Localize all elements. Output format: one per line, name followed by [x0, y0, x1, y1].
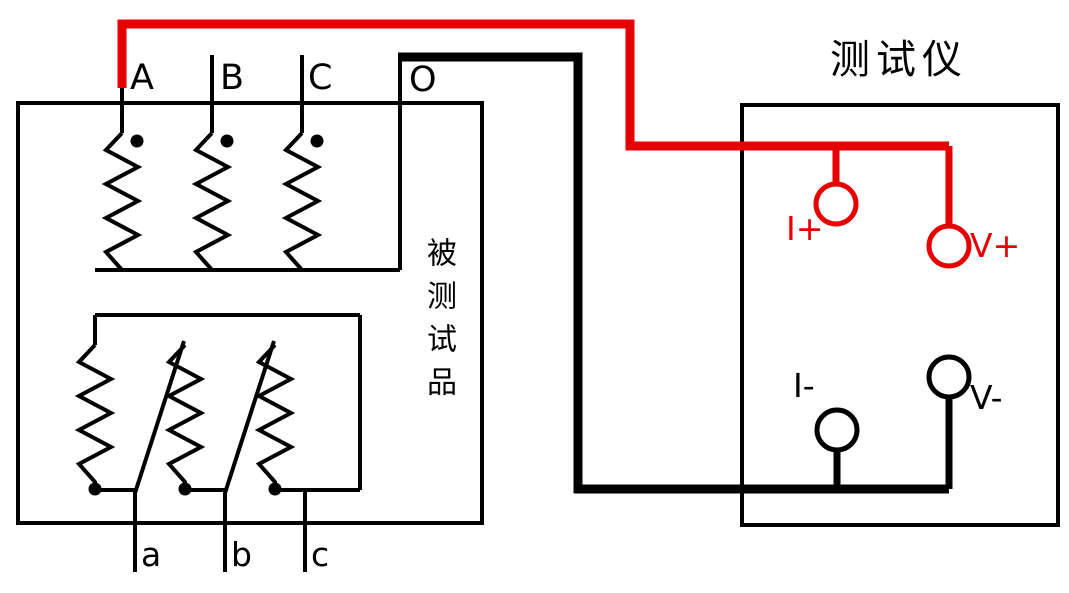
terminal-label-V-minus: V-	[970, 378, 1003, 417]
tester-box	[740, 103, 1060, 527]
negative-test-wire	[398, 52, 953, 494]
terminal-label-A: A	[130, 58, 154, 98]
terminal-label-V-plus: V+	[970, 226, 1021, 265]
delta-link-c-to-b	[223, 340, 276, 494]
positive-test-wire	[117, 19, 953, 226]
terminal-I-minus-jack	[814, 407, 860, 453]
polarity-dot	[268, 482, 282, 496]
polarity-dot	[310, 134, 324, 148]
polarity-dot	[178, 482, 192, 496]
terminal-label-c: c	[311, 535, 330, 574]
positive-wire-run	[117, 19, 949, 151]
terminal-label-b: b	[231, 535, 252, 574]
terminal-label-B: B	[220, 58, 245, 98]
polarity-dot	[130, 134, 144, 148]
negative-wire-run	[398, 52, 949, 494]
terminal-label-a: a	[141, 535, 162, 574]
winding-b-coil	[164, 343, 206, 490]
winding-a-coil	[74, 343, 116, 490]
winding-A-coil	[101, 131, 143, 272]
polarity-dot	[220, 134, 234, 148]
terminal-V-minus-jack	[926, 354, 972, 400]
winding-c-coil	[254, 343, 296, 490]
delta-link-b-to-a	[133, 340, 186, 494]
terminal-label-I-plus: I+	[786, 209, 824, 248]
tester-title: 测试仪	[830, 37, 968, 83]
terminal-I-plus-jack	[813, 181, 859, 227]
secondary-winding-group	[74, 313, 362, 572]
terminal-label-O: O	[409, 60, 437, 100]
primary-winding-group	[95, 55, 402, 272]
winding-C-coil	[281, 131, 323, 272]
terminal-label-I-minus: I-	[793, 366, 815, 405]
device-under-test-label: 被测试品	[421, 237, 456, 409]
terminal-label-C: C	[308, 58, 333, 98]
winding-B-coil	[191, 131, 233, 272]
terminal-V-plus-jack	[926, 223, 972, 269]
device-under-test-box	[16, 101, 484, 525]
polarity-dot	[88, 482, 102, 496]
